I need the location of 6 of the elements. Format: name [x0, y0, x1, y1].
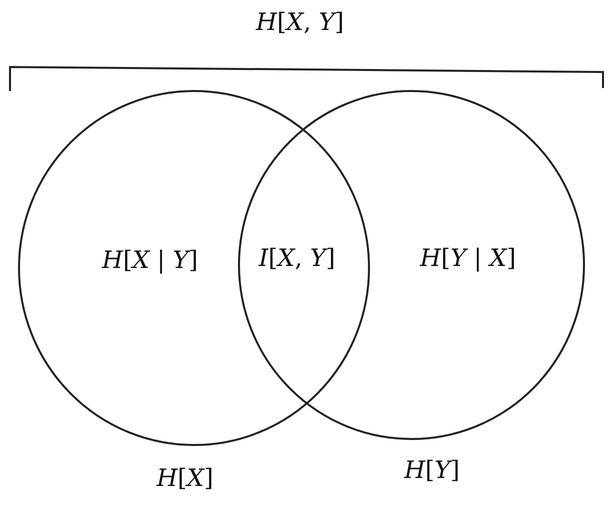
region-label: H[Y | X] — [420, 244, 516, 272]
intersection-label: I[X, Y] — [258, 244, 336, 272]
set-label: H[Y] — [404, 456, 460, 484]
set-label: H[X] — [156, 464, 214, 492]
bracket-label: H[X, Y] — [256, 8, 344, 36]
region-label: H[X | Y] — [102, 246, 198, 274]
